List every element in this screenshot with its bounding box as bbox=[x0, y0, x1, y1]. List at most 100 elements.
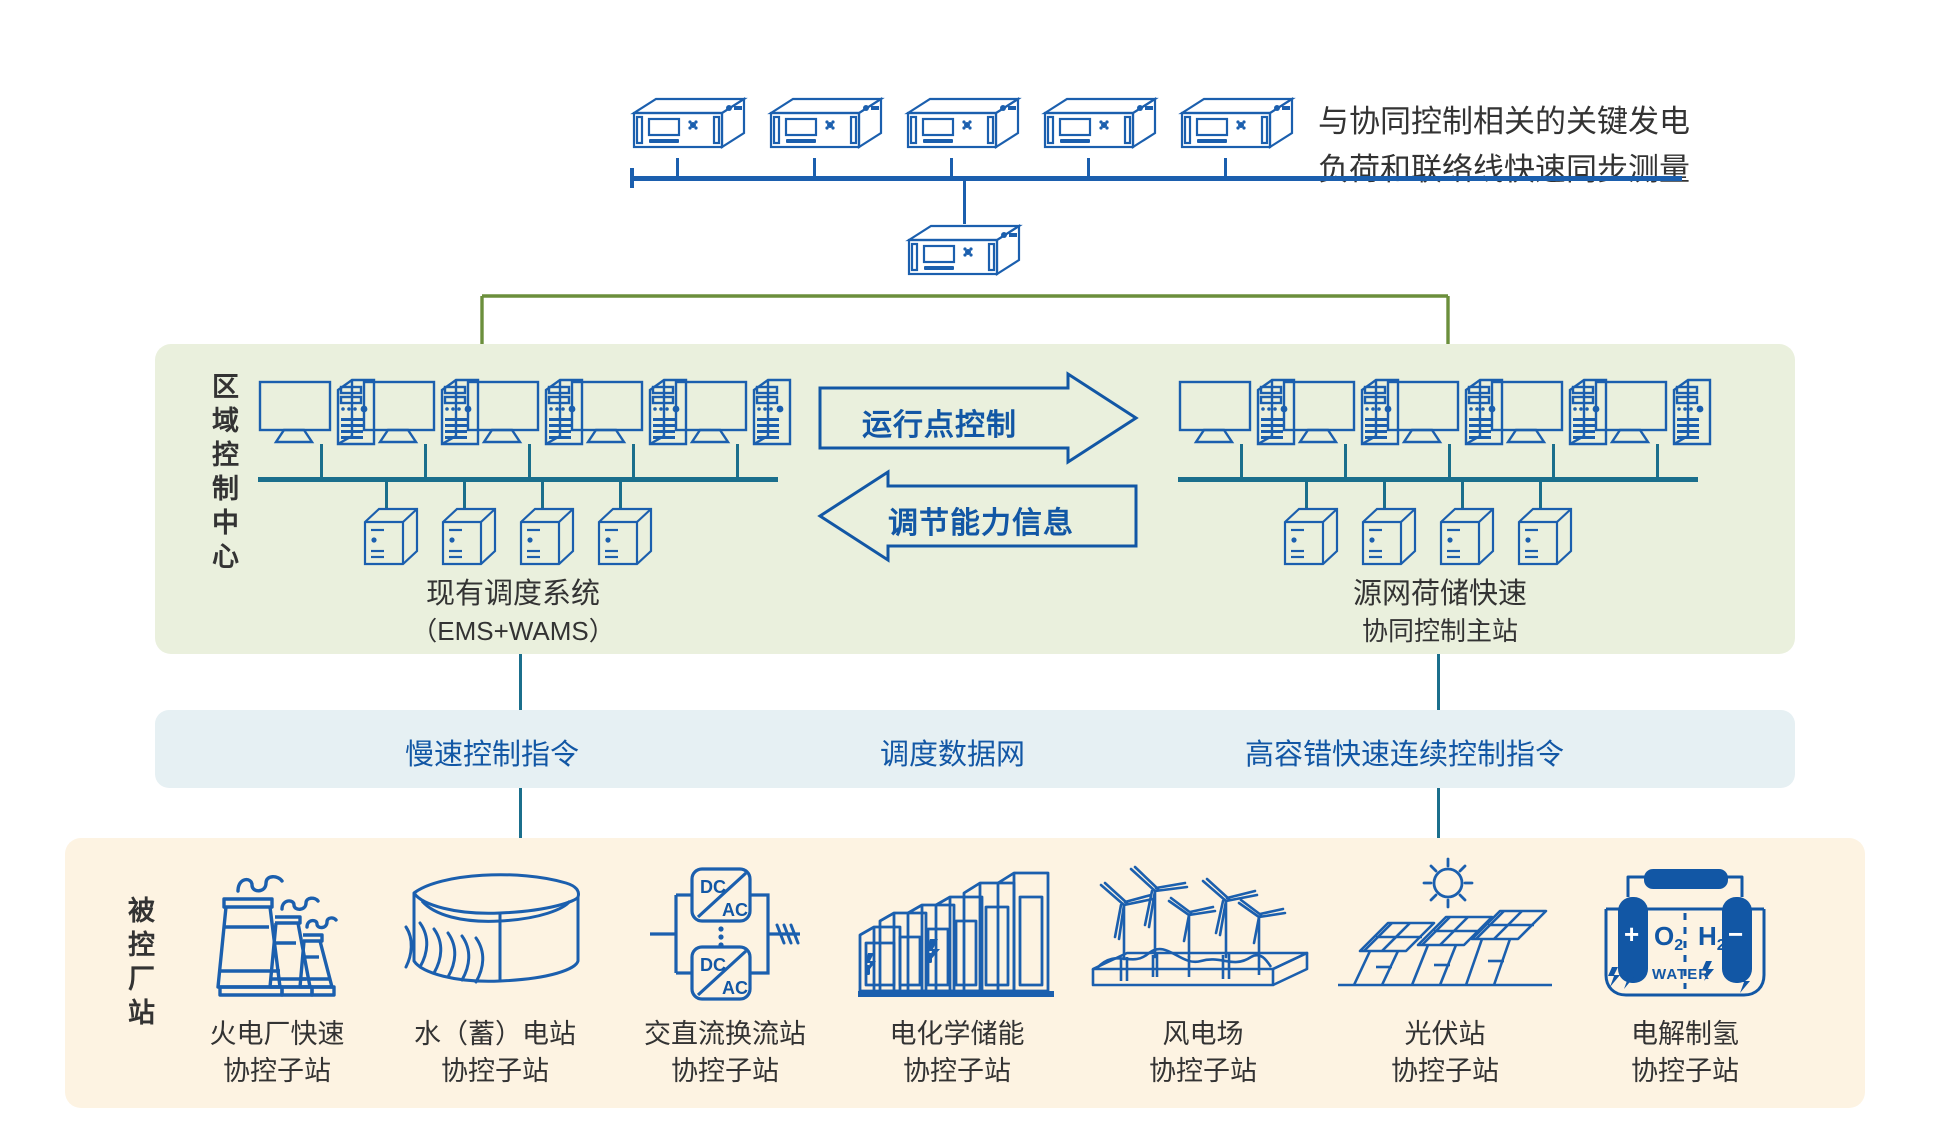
right-group-caption-line1: 源网荷储快速 bbox=[1352, 578, 1527, 610]
left-group-caption-line1: 现有调度系统 bbox=[425, 578, 600, 610]
workstation bbox=[1282, 378, 1402, 460]
dispatch-data-network-label: 调度数据网 bbox=[880, 739, 1026, 771]
top-bus-cap bbox=[630, 168, 634, 188]
server-node bbox=[596, 506, 654, 568]
station-solar-pv: 光伏站 协控子站 bbox=[1338, 852, 1552, 1091]
server-stub bbox=[1305, 482, 1308, 508]
server-stub bbox=[619, 482, 622, 508]
electrolysis-plus-sign: + bbox=[1624, 919, 1639, 949]
converter-dc-label-bottom: DC bbox=[700, 955, 726, 975]
left-group-caption: 现有调度系统 （EMS+WAMS） bbox=[328, 575, 698, 649]
server-node bbox=[1438, 506, 1496, 568]
server-node bbox=[518, 506, 576, 568]
electrolysis-water-label: WATER bbox=[1652, 966, 1710, 983]
server-stub bbox=[1461, 482, 1464, 508]
station-caption-line1: 电解制氢 bbox=[1631, 1019, 1739, 1049]
station-hydro-pumped: 水（蓄）电站 协控子站 bbox=[400, 852, 590, 1091]
workstation-stub bbox=[632, 444, 635, 478]
workstation-stub bbox=[736, 444, 739, 478]
measurement-device bbox=[767, 95, 885, 153]
station-thermal-power: 火电厂快速 协控子站 bbox=[182, 852, 372, 1091]
electrolysis-h2-label: H2 bbox=[1698, 921, 1726, 954]
right-group-caption: 源网荷储快速 协同控制主站 bbox=[1265, 575, 1615, 649]
server-node bbox=[440, 506, 498, 568]
top-annotation: 与协同控制相关的关键发电 负荷和联络线快速同步测量 bbox=[1318, 98, 1690, 194]
band-to-stations-link-right bbox=[1437, 788, 1440, 838]
regional-control-center-panel bbox=[155, 344, 1795, 654]
server-node bbox=[1282, 506, 1340, 568]
station-caption-line2: 协控子站 bbox=[1149, 1056, 1257, 1087]
workstation-stub bbox=[424, 444, 427, 478]
band-to-stations-link-left bbox=[519, 788, 522, 838]
right-panel-to-band-link bbox=[1437, 654, 1440, 710]
device-drop-line bbox=[1224, 158, 1227, 178]
workstation-stub bbox=[1448, 444, 1451, 478]
converter-ac-label-bottom: AC bbox=[722, 978, 748, 998]
device-drop-line bbox=[950, 158, 953, 178]
measurement-device bbox=[630, 95, 748, 153]
controlled-stations-label: 被控厂站 bbox=[124, 896, 154, 1032]
workstation bbox=[258, 378, 378, 460]
electrolysis-hydrogen-icon: + − O2 H2 WATER bbox=[1590, 852, 1780, 1012]
dispatch-data-network-band bbox=[155, 710, 1795, 788]
station-caption-line1: 光伏站 bbox=[1404, 1019, 1486, 1049]
converter-ac-label-top: AC bbox=[722, 900, 748, 920]
station-caption-line2: 协控子站 bbox=[223, 1056, 331, 1087]
central-measurement-device bbox=[905, 222, 1023, 280]
right-group-bus bbox=[1178, 477, 1698, 482]
station-caption-line2: 协控子站 bbox=[903, 1056, 1011, 1087]
device-drop-line bbox=[1087, 158, 1090, 178]
station-caption-line1: 交直流换流站 bbox=[644, 1019, 806, 1049]
station-wind-farm: 风电场 协控子站 bbox=[1091, 852, 1309, 1091]
workstation-stub bbox=[1240, 444, 1243, 478]
electrolysis-o2-label: O2 bbox=[1654, 921, 1683, 954]
fast-control-command-label: 高容错快速连续控制指令 bbox=[1245, 739, 1565, 771]
server-stub bbox=[541, 482, 544, 508]
server-stub bbox=[1539, 482, 1542, 508]
hydro-pumped-storage-icon bbox=[400, 852, 590, 1012]
measurement-device-row bbox=[630, 95, 1296, 165]
wind-farm-icon bbox=[1091, 852, 1309, 1012]
measurement-device bbox=[1178, 95, 1296, 153]
workstation bbox=[570, 378, 690, 460]
right-group-caption-line2: 协同控制主站 bbox=[1361, 616, 1518, 647]
station-caption: 火电厂快速 协控子站 bbox=[182, 1016, 372, 1091]
converter-dc-label-top: DC bbox=[700, 877, 726, 897]
station-battery-storage: 电化学储能 协控子站 bbox=[858, 852, 1054, 1091]
workstation bbox=[1178, 378, 1298, 460]
workstation bbox=[466, 378, 586, 460]
station-caption: 水（蓄）电站 协控子站 bbox=[400, 1016, 590, 1091]
regulation-capability-info-arrow bbox=[817, 469, 1138, 563]
operating-point-control-label: 运行点控制 bbox=[862, 409, 1017, 442]
server-node bbox=[362, 506, 420, 568]
device-drop-line bbox=[813, 158, 816, 178]
station-caption: 光伏站 协控子站 bbox=[1350, 1016, 1540, 1091]
top-annotation-line1: 与协同控制相关的关键发电 bbox=[1318, 104, 1690, 139]
workstation bbox=[1386, 378, 1506, 460]
server-stub bbox=[463, 482, 466, 508]
regulation-capability-info-label: 调节能力信息 bbox=[888, 507, 1074, 540]
station-caption: 风电场 协控子站 bbox=[1108, 1016, 1298, 1091]
cathode-electrode bbox=[1722, 897, 1752, 983]
anode-electrode bbox=[1618, 897, 1648, 983]
station-caption-line2: 协控子站 bbox=[1391, 1056, 1499, 1087]
station-caption-line1: 风电场 bbox=[1162, 1019, 1244, 1049]
device-drop-line bbox=[676, 158, 679, 178]
server-stub bbox=[1383, 482, 1386, 508]
electrolysis-minus-sign: − bbox=[1728, 919, 1743, 949]
thermal-power-plant-icon bbox=[182, 852, 372, 1012]
station-caption-line1: 电化学储能 bbox=[889, 1019, 1025, 1049]
central-device-uplink bbox=[963, 176, 966, 224]
regional-control-center-label: 区域控制中心 bbox=[208, 372, 238, 576]
station-caption-line2: 协控子站 bbox=[441, 1056, 549, 1087]
battery-storage-icon bbox=[858, 852, 1054, 1012]
power-source-bar bbox=[1644, 869, 1728, 889]
workstation-stub bbox=[1552, 444, 1555, 478]
workstation bbox=[1490, 378, 1610, 460]
station-caption-line1: 水（蓄）电站 bbox=[414, 1019, 576, 1049]
station-caption-line2: 协控子站 bbox=[1631, 1056, 1739, 1087]
workstation-stub bbox=[1344, 444, 1347, 478]
station-caption: 电化学储能 协控子站 bbox=[862, 1016, 1052, 1091]
workstation bbox=[1594, 378, 1714, 460]
